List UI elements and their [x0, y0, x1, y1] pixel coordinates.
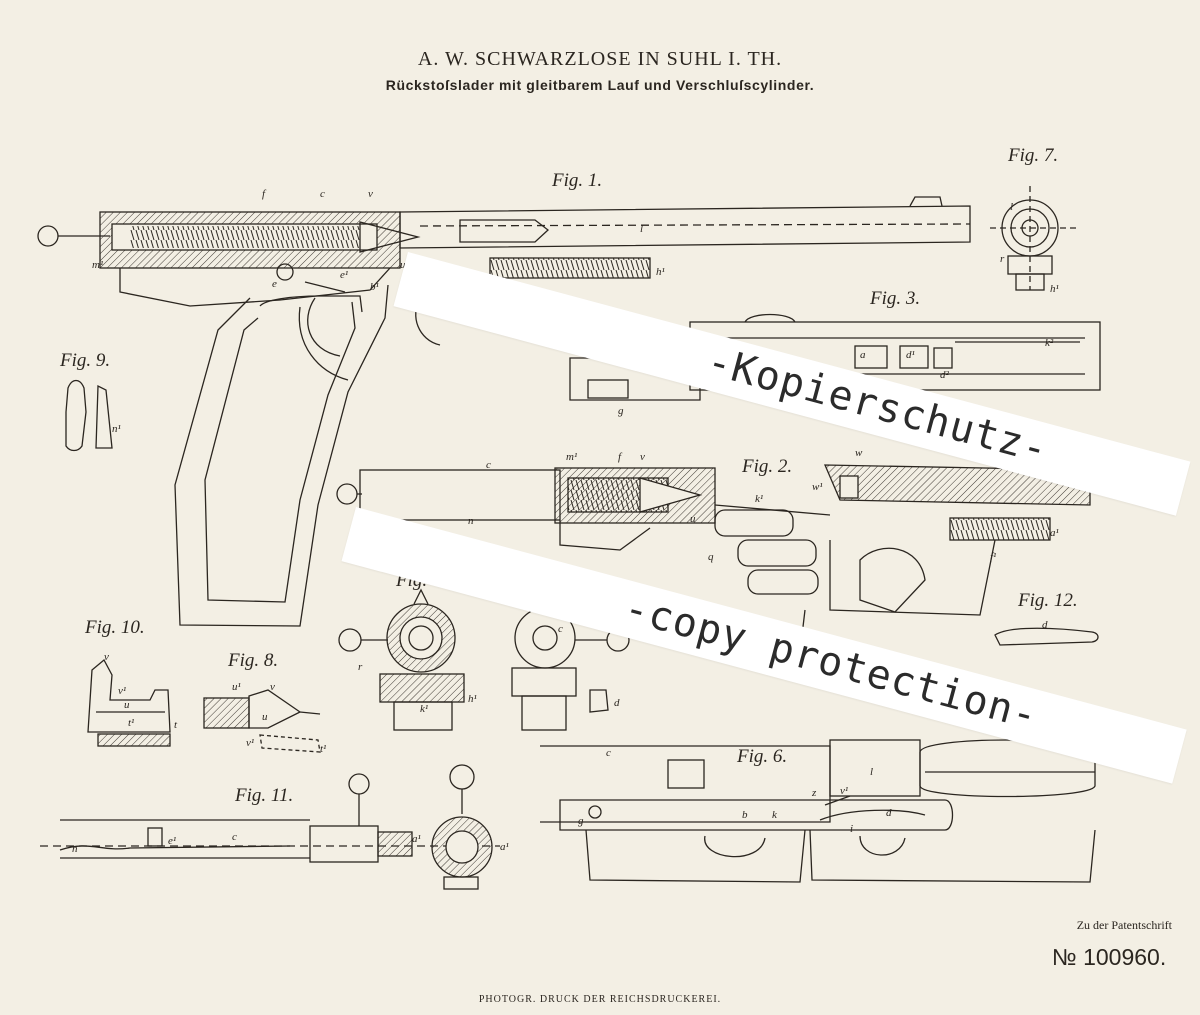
letter-d-fig12: d — [1042, 619, 1048, 631]
letter-q: q — [708, 551, 714, 563]
fig8-label: Fig. 8. — [228, 650, 278, 672]
letter-f-fig2: f — [618, 451, 623, 463]
fig9-label: Fig. 9. — [60, 350, 110, 372]
letter-b1: b¹ — [370, 281, 379, 293]
letter-e1: e¹ — [340, 269, 348, 281]
letter-m1-fig2: m¹ — [566, 451, 577, 463]
letter-h1: h¹ — [656, 266, 665, 278]
letter-n: n — [468, 515, 474, 527]
letter-g: g — [618, 405, 624, 417]
fig1-label: Fig. 1. — [552, 170, 602, 192]
letter-c-fig6: c — [606, 747, 611, 759]
letter-i-fig6: i — [850, 823, 853, 835]
fig7-label: Fig. 7. — [1008, 145, 1058, 167]
letter-e: e — [272, 278, 277, 290]
letter-d1: d¹ — [906, 349, 915, 361]
letter-z-fig6: z — [811, 787, 817, 799]
letter-e1-fig11: e¹ — [168, 835, 176, 847]
letter-k2: k² — [1045, 337, 1054, 349]
letter-l-fig6: l — [870, 766, 873, 778]
letter-w: w — [855, 447, 863, 459]
letter-c-fig4: c — [558, 623, 563, 635]
fig10-label: Fig. 10. — [85, 617, 145, 639]
letter-t1-fig8: t¹ — [320, 743, 326, 755]
letter-v: v — [368, 188, 373, 200]
letter-f1: f¹ — [990, 551, 996, 563]
fig3-label: Fig. 3. — [870, 288, 920, 310]
letter-r-fig4: r — [358, 661, 363, 673]
letter-k1-fig4: k¹ — [420, 703, 428, 715]
letter-u1-fig8: u¹ — [232, 681, 241, 693]
letter-m1: m¹ — [92, 259, 103, 271]
letter-h1-fig7: h¹ — [1050, 283, 1059, 295]
letter-g-fig6: g — [578, 815, 584, 827]
letter-a: a — [860, 349, 866, 361]
fig2-label: Fig. 2. — [742, 456, 792, 478]
footer-note: Zu der Patentschrift — [1077, 918, 1172, 933]
letter-a1-fig11: a¹ — [412, 833, 421, 845]
letter-v-fig2: v — [640, 451, 645, 463]
letter-v1-fig10: v¹ — [118, 685, 126, 697]
letter-b-fig6: b — [742, 809, 748, 821]
letter-u-fig2: u — [690, 513, 696, 525]
fig6-drawing — [540, 740, 1095, 882]
letter-d-fig4: d — [614, 697, 620, 709]
letter-v-fig10: v — [104, 651, 109, 663]
letter-t1-fig10: t¹ — [128, 717, 134, 729]
letter-v1-fig8: v¹ — [246, 737, 254, 749]
letter-d-fig6: d — [886, 807, 892, 819]
letter-u-fig8: u — [262, 711, 268, 723]
letter-d2: d² — [940, 369, 950, 381]
letter-f: f — [262, 188, 267, 200]
letter-a1-fig11-right: a¹ — [500, 841, 509, 853]
letter-c: c — [320, 188, 325, 200]
letter-t-fig10: t — [174, 719, 178, 731]
letter-u-fig10: u — [124, 699, 130, 711]
letter-k1: k¹ — [755, 493, 763, 505]
fig11-drawing — [40, 765, 500, 889]
letter-c-fig11: c — [232, 831, 237, 843]
fig12-label: Fig. 12. — [1018, 590, 1078, 612]
letter-n1: n¹ — [112, 423, 121, 435]
fig11-label: Fig. 11. — [235, 785, 293, 807]
patent-number: № 100960. — [1052, 944, 1166, 971]
fig7-drawing — [990, 186, 1076, 290]
letter-v-fig8: v — [270, 681, 275, 693]
letter-l-fig7: l — [1010, 201, 1013, 213]
letter-n-fig11: n — [72, 843, 78, 855]
fig6-label: Fig. 6. — [737, 746, 787, 768]
letter-r-fig7: r — [1000, 253, 1005, 265]
letter-w1: w¹ — [812, 481, 823, 493]
letter-k-fig6: k — [772, 809, 778, 821]
letter-h1-fig4: h¹ — [468, 693, 477, 705]
letter-v1-fig6: v¹ — [840, 785, 848, 797]
letter-l: l — [640, 223, 643, 235]
letter-c-fig2: c — [486, 459, 491, 471]
printer-credit: PHOTOGR. DRUCK DER REICHSDRUCKEREI. — [0, 994, 1200, 1005]
letter-a1: a¹ — [1050, 527, 1059, 539]
fig9-drawing — [66, 381, 112, 451]
